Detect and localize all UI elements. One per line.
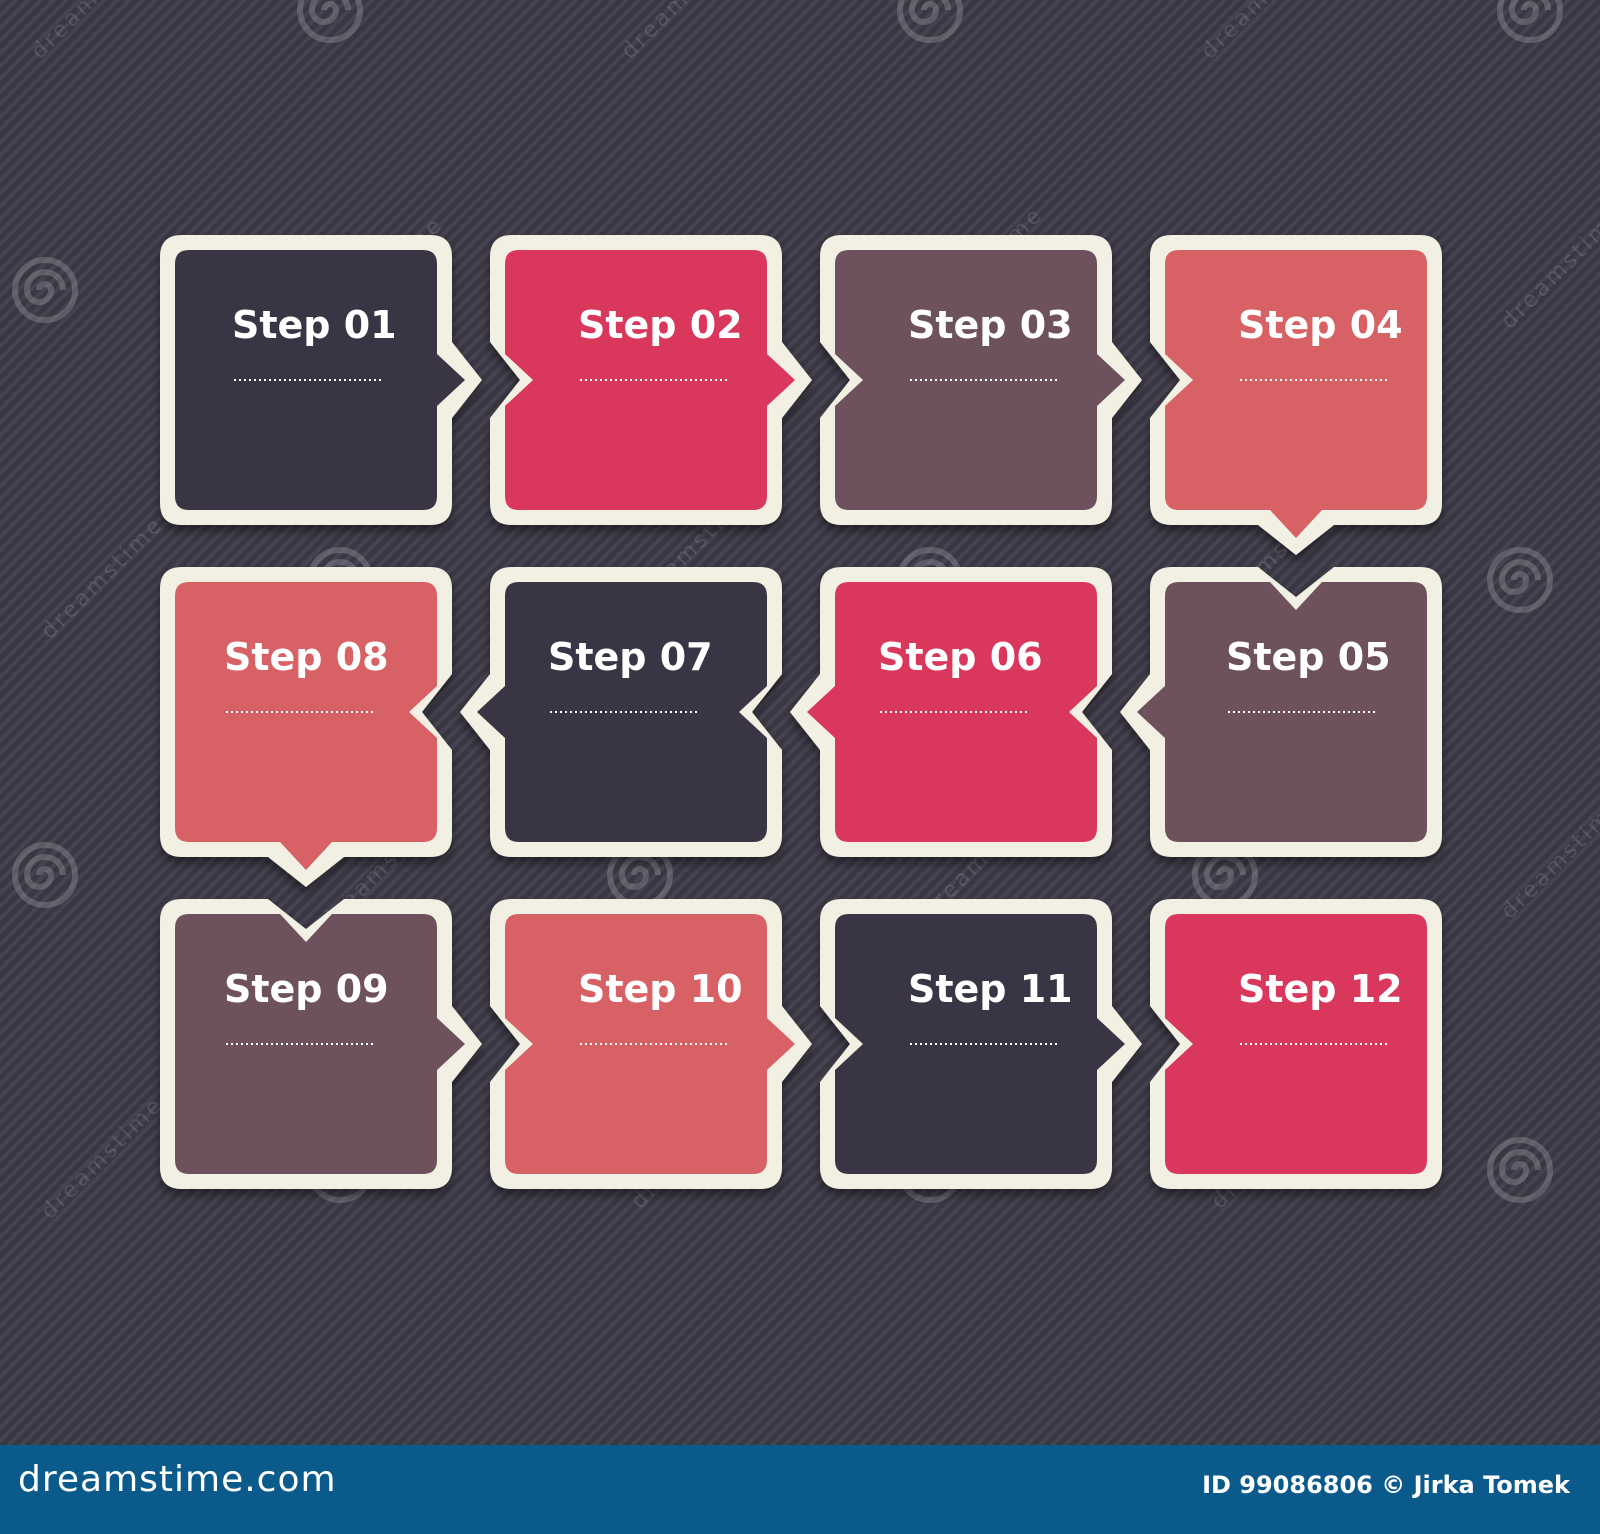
step-card-04: Step 04 <box>1150 235 1442 555</box>
watermark-swirl-icon <box>1497 0 1563 43</box>
watermark-text: dreamstime <box>617 0 749 64</box>
step-card-01: Step 01 <box>160 235 482 525</box>
step-card-02: Step 02 <box>490 235 812 525</box>
watermark-swirl-icon <box>297 0 363 43</box>
process-steps-diagram: dreamstime dreamstime dreamstime dreamstime… <box>12 0 1600 1224</box>
step-label: Step 08 <box>224 635 389 679</box>
step-label: Step 06 <box>878 635 1043 679</box>
footer-credit: ID 99086806 © Jirka Tomek <box>1202 1471 1570 1499</box>
step-card-08: Step 08 <box>160 567 452 887</box>
step-card-05: Step 05 <box>1120 567 1442 857</box>
watermark-text: dreamstime <box>37 1092 169 1224</box>
step-card-06: Step 06 <box>790 567 1112 857</box>
watermark-swirl-icon <box>897 0 963 43</box>
step-label: Step 07 <box>548 635 713 679</box>
watermark-text: dreamstime <box>1197 0 1329 64</box>
step-card-10: Step 10 <box>490 899 812 1189</box>
step-card-12: Step 12 <box>1150 899 1442 1189</box>
watermark-swirl-icon <box>1487 547 1553 613</box>
watermark-text: dreamstime <box>37 512 169 644</box>
step-label: Step 03 <box>908 303 1073 347</box>
footer-logo: dreamstime.com <box>18 1459 337 1500</box>
card-fill <box>175 914 465 1174</box>
step-label: Step 10 <box>578 967 743 1011</box>
step-label: Step 02 <box>578 303 743 347</box>
step-card-03: Step 03 <box>820 235 1142 525</box>
step-label: Step 04 <box>1238 303 1403 347</box>
card-fill <box>1137 582 1427 842</box>
step-label: Step 09 <box>224 967 389 1011</box>
step-card-07: Step 07 <box>460 567 782 857</box>
step-card-11: Step 11 <box>820 899 1142 1189</box>
watermark-swirl-icon <box>1487 1137 1553 1203</box>
step-label: Step 11 <box>908 967 1073 1011</box>
watermark-text: dreamstime <box>1497 202 1600 334</box>
footer-bar: dreamstime.com ID 99086806 © Jirka Tomek <box>0 1445 1600 1534</box>
card-fill <box>175 582 437 870</box>
watermark-text: dreamstime <box>27 0 159 64</box>
step-label: Step 12 <box>1238 967 1403 1011</box>
watermark-swirl-icon <box>12 257 78 323</box>
step-label: Step 01 <box>232 303 397 347</box>
watermark-swirl-icon <box>12 842 78 908</box>
step-card-09: Step 09 <box>160 899 482 1189</box>
watermark-text: dreamstime <box>1497 792 1600 924</box>
card-fill <box>1165 250 1427 538</box>
step-label: Step 05 <box>1226 635 1391 679</box>
